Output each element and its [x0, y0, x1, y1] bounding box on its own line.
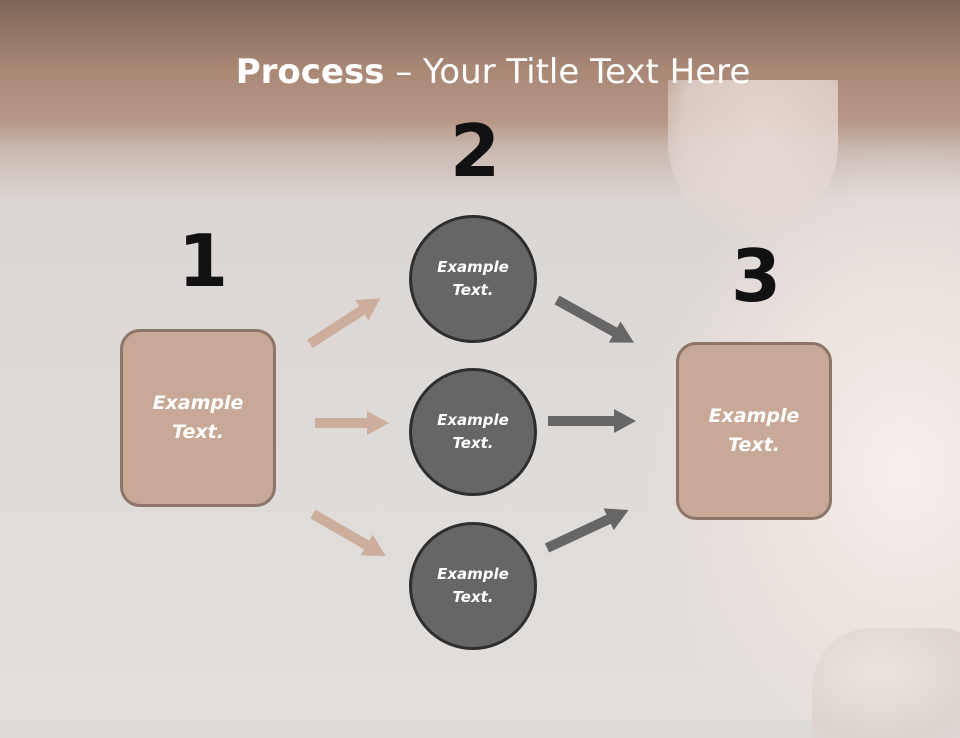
step-2-circle-middle[interactable]: Example Text. — [409, 368, 537, 496]
circle-middle-text: Example Text. — [437, 409, 509, 455]
step-1-text-line1: Example — [152, 392, 244, 414]
step-2-circle-bottom[interactable]: Example Text. — [409, 522, 537, 650]
circle-bottom-text: Example Text. — [437, 563, 509, 609]
step-number-2: 2 — [450, 109, 501, 193]
step-number-3: 3 — [731, 234, 782, 318]
step-2-circle-top[interactable]: Example Text. — [409, 215, 537, 343]
slide-title: Process – Your Title Text Here — [0, 52, 960, 92]
step-1-box[interactable]: Example Text. — [120, 329, 276, 507]
circle-middle-line2: Text. — [452, 434, 494, 452]
title-rest: – Your Title Text Here — [384, 52, 751, 92]
circle-bottom-line2: Text. — [452, 588, 494, 606]
step-number-1: 1 — [178, 219, 229, 303]
circle-middle-line1: Example — [437, 411, 509, 429]
title-bold: Process — [235, 52, 385, 92]
step-3-box[interactable]: Example Text. — [676, 342, 832, 520]
arrow-middle-to-3 — [548, 409, 636, 433]
step-3-text-line1: Example — [708, 405, 800, 427]
background-hand-shape — [812, 628, 960, 738]
step-1-text: Example Text. — [153, 389, 244, 447]
circle-bottom-line1: Example — [437, 565, 509, 583]
circle-top-text: Example Text. — [437, 256, 509, 302]
background-photo-shape — [668, 80, 838, 230]
step-3-text: Example Text. — [709, 402, 800, 460]
circle-top-line2: Text. — [452, 281, 494, 299]
circle-top-line1: Example — [437, 258, 509, 276]
step-1-text-line2: Text. — [172, 421, 224, 443]
arrow-1-to-middle — [315, 411, 389, 435]
step-3-text-line2: Text. — [728, 434, 780, 456]
